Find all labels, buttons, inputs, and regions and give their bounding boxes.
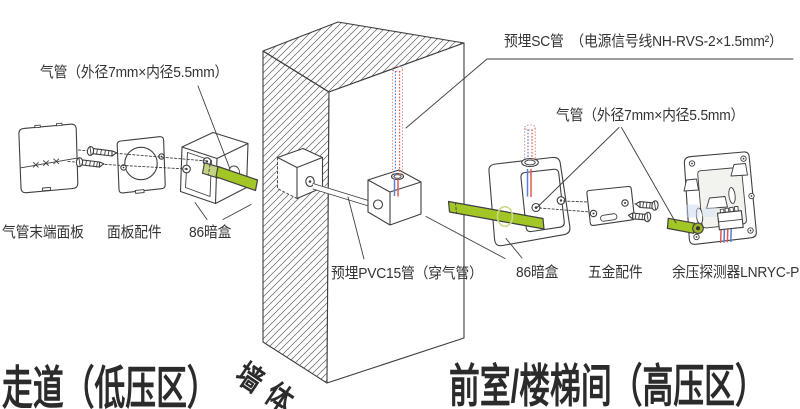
air-tube-left — [201, 162, 259, 192]
air-tube-right — [447, 200, 545, 230]
screw-right-1 — [635, 200, 659, 211]
screw-left-2 — [75, 157, 105, 168]
panel-accessory — [116, 136, 166, 194]
vent-slot — [683, 178, 699, 192]
vent-slot — [730, 163, 748, 177]
hardware-plate — [586, 185, 635, 226]
leader-sc-conduit — [405, 58, 794, 129]
embedded-box-right — [367, 169, 422, 226]
vent-slot — [706, 196, 728, 209]
label-detector: 余压探测器LNRYC-P — [672, 264, 800, 281]
tube-connector — [666, 217, 704, 235]
embedded-box-left — [276, 147, 324, 200]
screw-left-1 — [86, 145, 118, 157]
label-junction-box-right: 86暗盒 — [516, 264, 559, 281]
label-hardware: 五金配件 — [588, 264, 643, 281]
zone-label-corridor: 走道（低压区） — [2, 362, 218, 409]
terminal-block — [716, 205, 744, 231]
label-end-panel: 气管末端面板 — [2, 224, 84, 241]
junction-box-86-right — [488, 156, 571, 247]
sc-conduit-right — [524, 124, 536, 161]
label-junction-box-left: 86暗盒 — [189, 224, 232, 241]
leader-box86-left — [194, 202, 252, 220]
watermark-logo — [686, 204, 718, 218]
label-air-tube-left: 气管（外径7mm×内径5.5mm） — [40, 64, 229, 81]
leader-box86-right — [425, 216, 523, 259]
zone-label-stairwell: 前室/楼梯间（高压区） — [449, 360, 766, 409]
label-air-tube-right: 气管（外径7mm×内径5.5mm） — [556, 107, 745, 124]
label-panel-accessory: 面板配件 — [107, 224, 162, 241]
leader-air-tube-left — [197, 85, 231, 170]
leader-air-tube-right — [535, 127, 677, 224]
label-sc-conduit: 预埋SC管 （电源信号线NH-RVS-2×1.5mm²） — [504, 33, 783, 50]
terminal-wires — [719, 228, 732, 244]
screw-right-2 — [627, 211, 652, 223]
detector-plate — [666, 151, 757, 245]
label-pvc-conduit: 预埋PVC15管（穿气管） — [331, 265, 483, 282]
end-panel — [18, 122, 79, 194]
leader-lines — [194, 58, 794, 260]
sc-conduit — [391, 66, 404, 177]
leader-pvc-conduit — [347, 196, 365, 260]
